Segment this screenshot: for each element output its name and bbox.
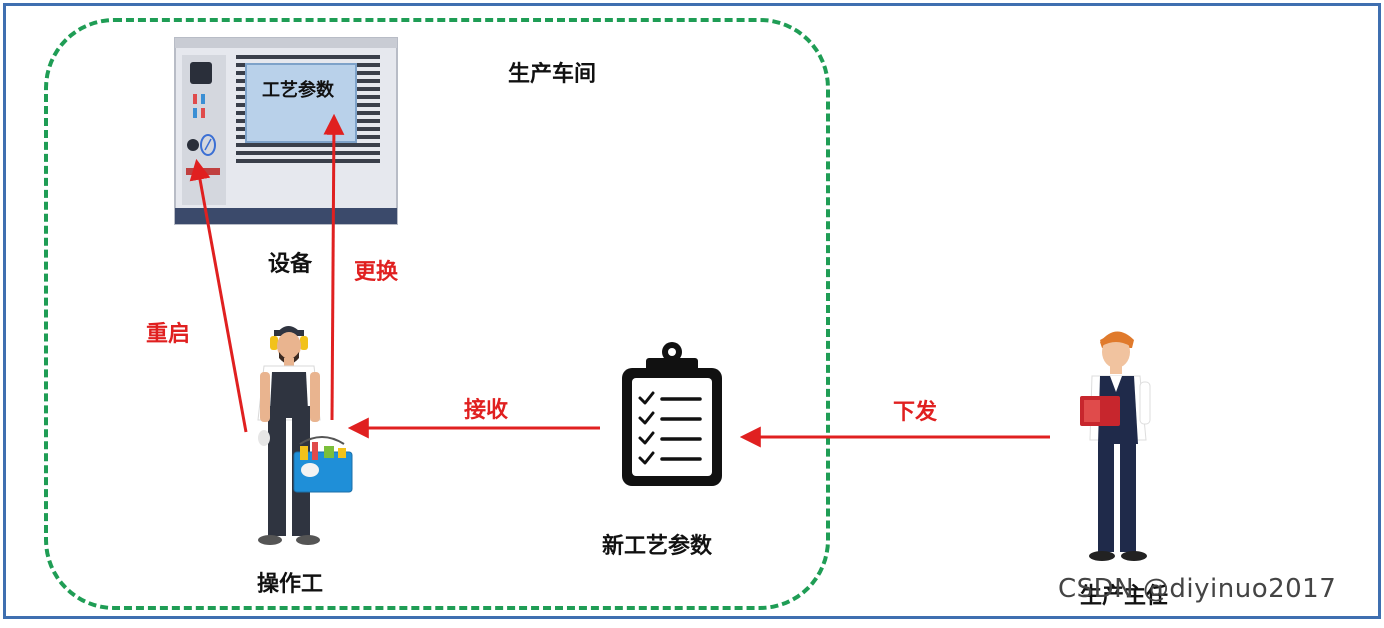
workshop-zone [44,18,830,610]
receive-label: 接收 [464,398,509,423]
replace-label: 更换 [354,260,399,285]
issue-label: 下发 [893,400,938,425]
document-label: 新工艺参数 [602,534,713,559]
restart-arrow [189,158,248,433]
zone-title: 生产车间 [508,62,597,87]
device-screen-text: 工艺参数 [262,80,334,101]
device-label: 设备 [268,252,313,277]
restart-label: 重启 [146,322,191,347]
watermark-text: CSDN @diyinuo2017 [1058,574,1337,604]
replace-arrow [323,113,345,421]
supervisor-label: 生产主任 [1080,584,1169,609]
operator-label: 操作工 [257,572,324,597]
